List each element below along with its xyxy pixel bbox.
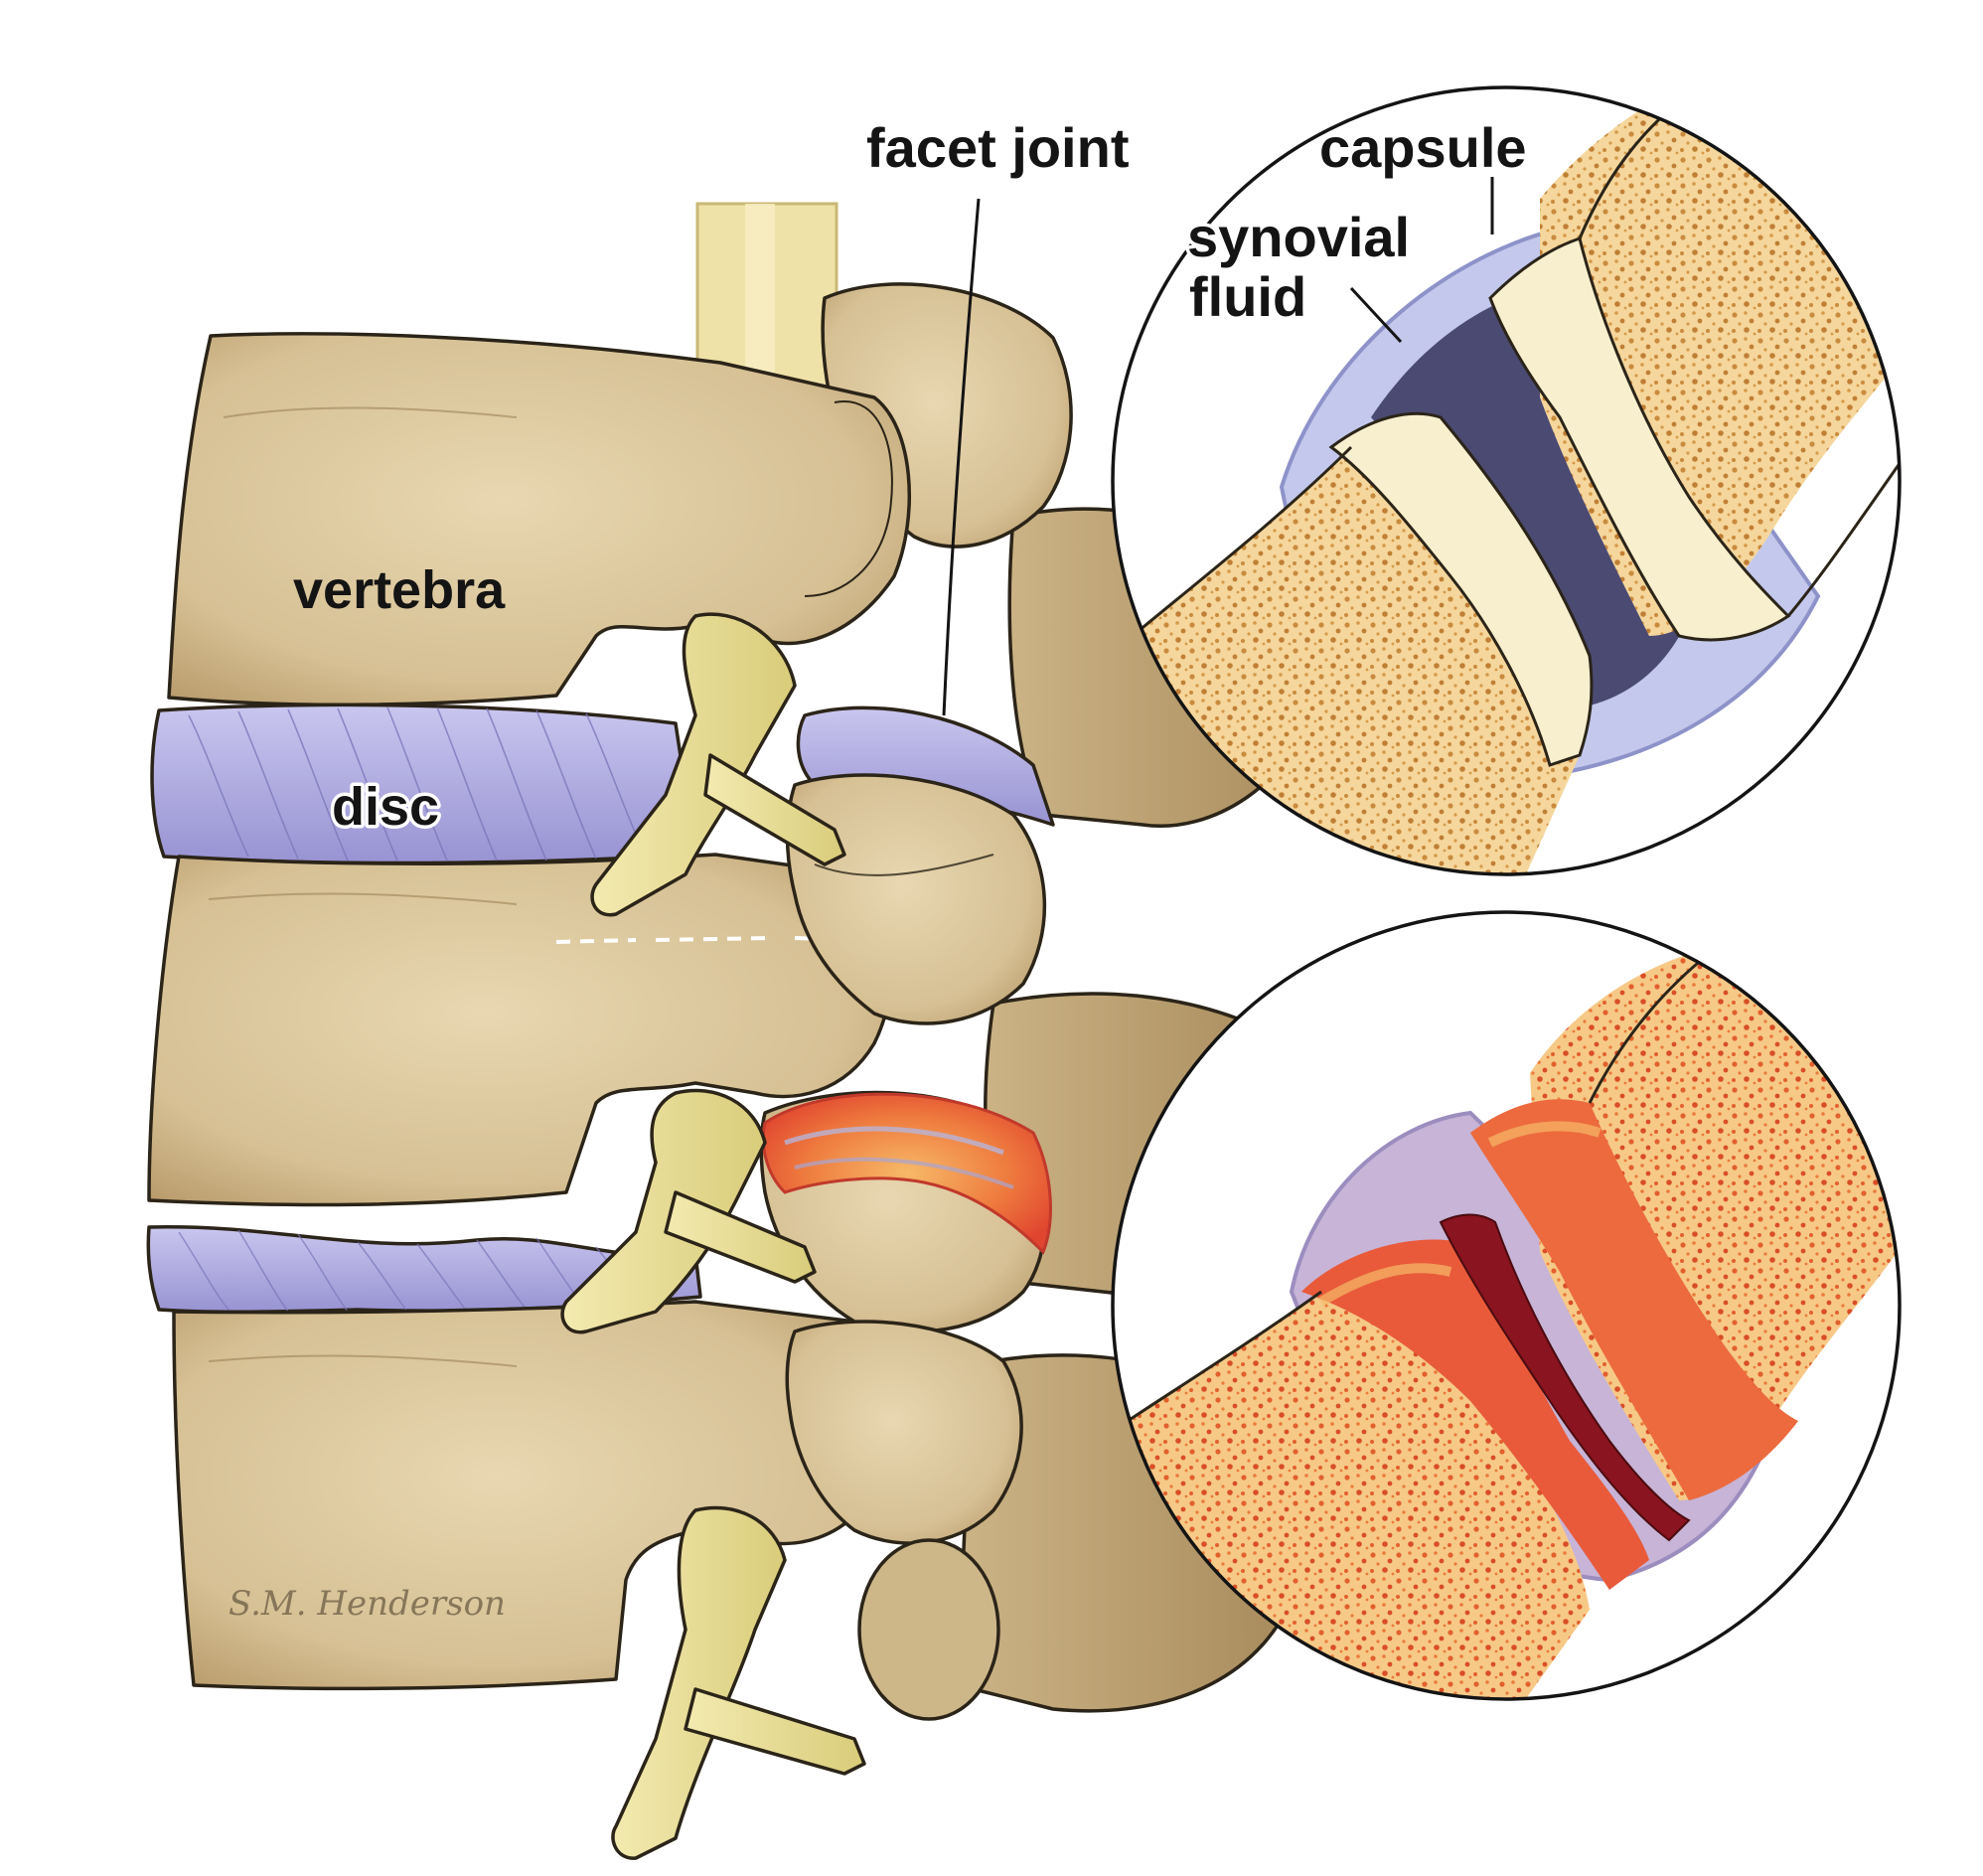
nerve-root-middle <box>560 1088 767 1334</box>
vertebra-middle <box>147 853 894 1207</box>
vertebra-upper <box>167 332 912 706</box>
nerve-roots <box>560 612 866 1860</box>
artist-signature: S.M. Henderson <box>229 1584 506 1624</box>
inflamed-rim-upper <box>1470 1099 1798 1500</box>
label-fluid: fluid <box>1189 265 1306 328</box>
narrowed-joint-space <box>1439 1213 1691 1542</box>
label-disc: disc <box>332 777 439 837</box>
articular-surface-lower <box>857 1538 1000 1721</box>
label-facet-joint: facet joint <box>866 116 1129 179</box>
nerve-root-lower <box>611 1505 787 1860</box>
synovial-fluid-space <box>1371 298 1689 705</box>
label-capsule: capsule <box>1319 116 1527 179</box>
facet-joint-leader-line <box>942 198 981 716</box>
label-vertebra: vertebra <box>293 560 506 620</box>
lower-cartilage <box>1328 411 1594 767</box>
inflamed-rim-lower <box>1301 1239 1649 1590</box>
nerve-root-upper <box>590 612 797 917</box>
synovial-fluid-leader-line <box>1349 286 1403 344</box>
vertebra-lower <box>172 1300 891 1691</box>
label-synovial: synovial <box>1187 206 1410 268</box>
facet-joint-upper <box>785 773 1047 1025</box>
facet-lobe-lower <box>785 1320 1023 1545</box>
